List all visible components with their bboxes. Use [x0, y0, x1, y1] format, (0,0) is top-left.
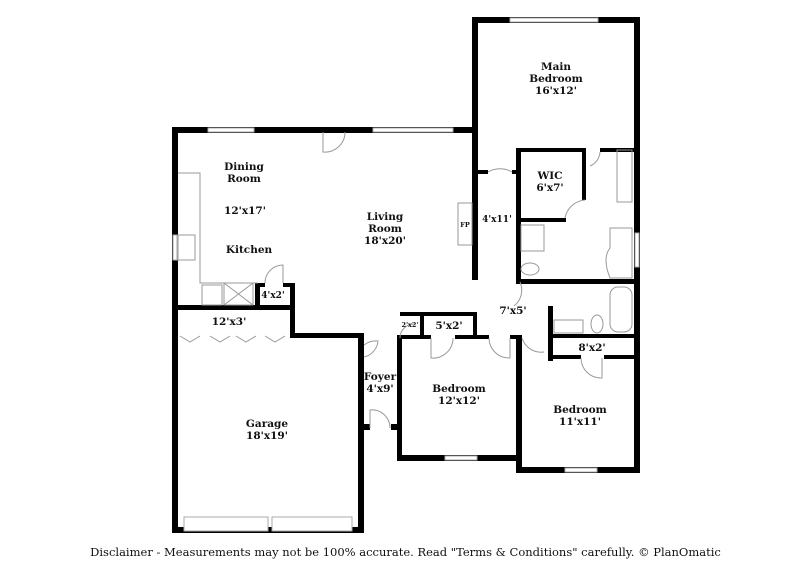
- room-size-dining-kitchen: 12'x17': [224, 205, 266, 217]
- shower: [520, 224, 545, 252]
- room-size: 18'x19': [246, 430, 288, 442]
- room-size: 11'x11': [559, 416, 601, 428]
- room-label-hallway: 7'x5': [499, 305, 527, 317]
- room-size: 16'x12': [535, 85, 577, 97]
- room-name: Foyer: [363, 371, 397, 383]
- room-size: 18'x20': [364, 235, 406, 247]
- room-label-closet-2x2: 2'x2': [401, 321, 419, 329]
- room-label-kitchen: Kitchen: [225, 244, 273, 256]
- room-name: Living: [366, 211, 404, 223]
- room-size: 12'x12': [438, 395, 480, 407]
- room-name: Main: [540, 61, 572, 73]
- room-name: Bedroom: [432, 383, 486, 395]
- room-name: WIC: [537, 170, 563, 182]
- tub: [605, 227, 633, 279]
- hall-tub: [609, 286, 633, 333]
- room-name: Room: [368, 223, 402, 235]
- stove: [201, 284, 223, 306]
- vanity: [616, 149, 633, 203]
- fridge: [223, 282, 254, 306]
- disclaimer: Disclaimer - Measurements may not be 100…: [90, 545, 721, 559]
- fixtures: [177, 131, 633, 429]
- room-label-closet-8x2: 8'x2': [578, 342, 606, 354]
- room-name: Dining: [224, 161, 264, 173]
- room-label-hall: 4'x11': [482, 215, 512, 225]
- fireplace-label: FP: [460, 221, 470, 229]
- room-label-pantry: 4'x2': [261, 291, 285, 301]
- sink: [177, 234, 196, 261]
- room-name: Room: [227, 173, 261, 185]
- fireplace: [457, 202, 473, 246]
- room-name: Bedroom: [529, 73, 583, 85]
- windows: [172, 17, 640, 532]
- room-size: 6'x7': [536, 182, 564, 194]
- room-name: Garage: [245, 418, 289, 430]
- room-size: 4'x9': [366, 383, 394, 395]
- room-label-closet-5x2: 5'x2': [435, 320, 463, 332]
- room-label-laundry: 12'x3': [211, 316, 247, 328]
- room-name: Bedroom: [553, 404, 607, 416]
